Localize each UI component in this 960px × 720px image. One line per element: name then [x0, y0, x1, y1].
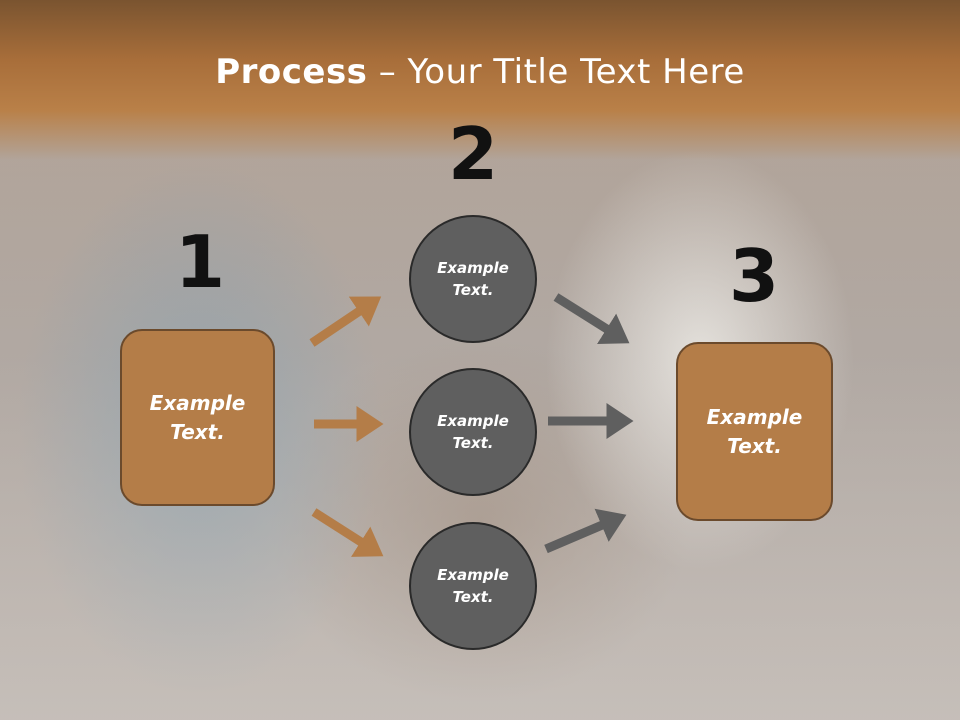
- step3-line2: Text.: [727, 433, 782, 458]
- step3-line1: Example: [706, 404, 803, 429]
- step2-circle-middle: Example Text.: [409, 368, 537, 496]
- step2-top-line2: Text.: [452, 281, 494, 299]
- step2-circle-bottom: Example Text.: [409, 522, 537, 650]
- step-number-3: 3: [728, 234, 780, 318]
- step1-box: Example Text.: [120, 329, 275, 506]
- step-number-1: 1: [174, 220, 226, 304]
- arrow-2-bottom-to-3: [544, 508, 627, 554]
- step1-line2: Text.: [170, 419, 225, 444]
- step-number-2: 2: [447, 112, 499, 196]
- step2-middle-line1: Example: [437, 411, 509, 430]
- arrow-2-top-to-3: [553, 293, 630, 345]
- title-rest: – Your Title Text Here: [367, 52, 745, 92]
- title-bold: Process: [215, 52, 368, 92]
- step2-middle-line2: Text.: [452, 434, 494, 452]
- step1-line1: Example: [149, 390, 246, 415]
- step2-bottom-line1: Example: [437, 565, 509, 584]
- step2-circle-top: Example Text.: [409, 215, 537, 343]
- step2-top-line1: Example: [437, 258, 509, 277]
- step2-bottom-line2: Text.: [452, 588, 494, 606]
- arrow-1-to-2-top: [309, 296, 382, 347]
- arrow-1-to-2-bottom: [311, 508, 384, 557]
- step3-box: Example Text.: [676, 342, 833, 521]
- slide-title: Process – Your Title Text Here: [0, 52, 960, 92]
